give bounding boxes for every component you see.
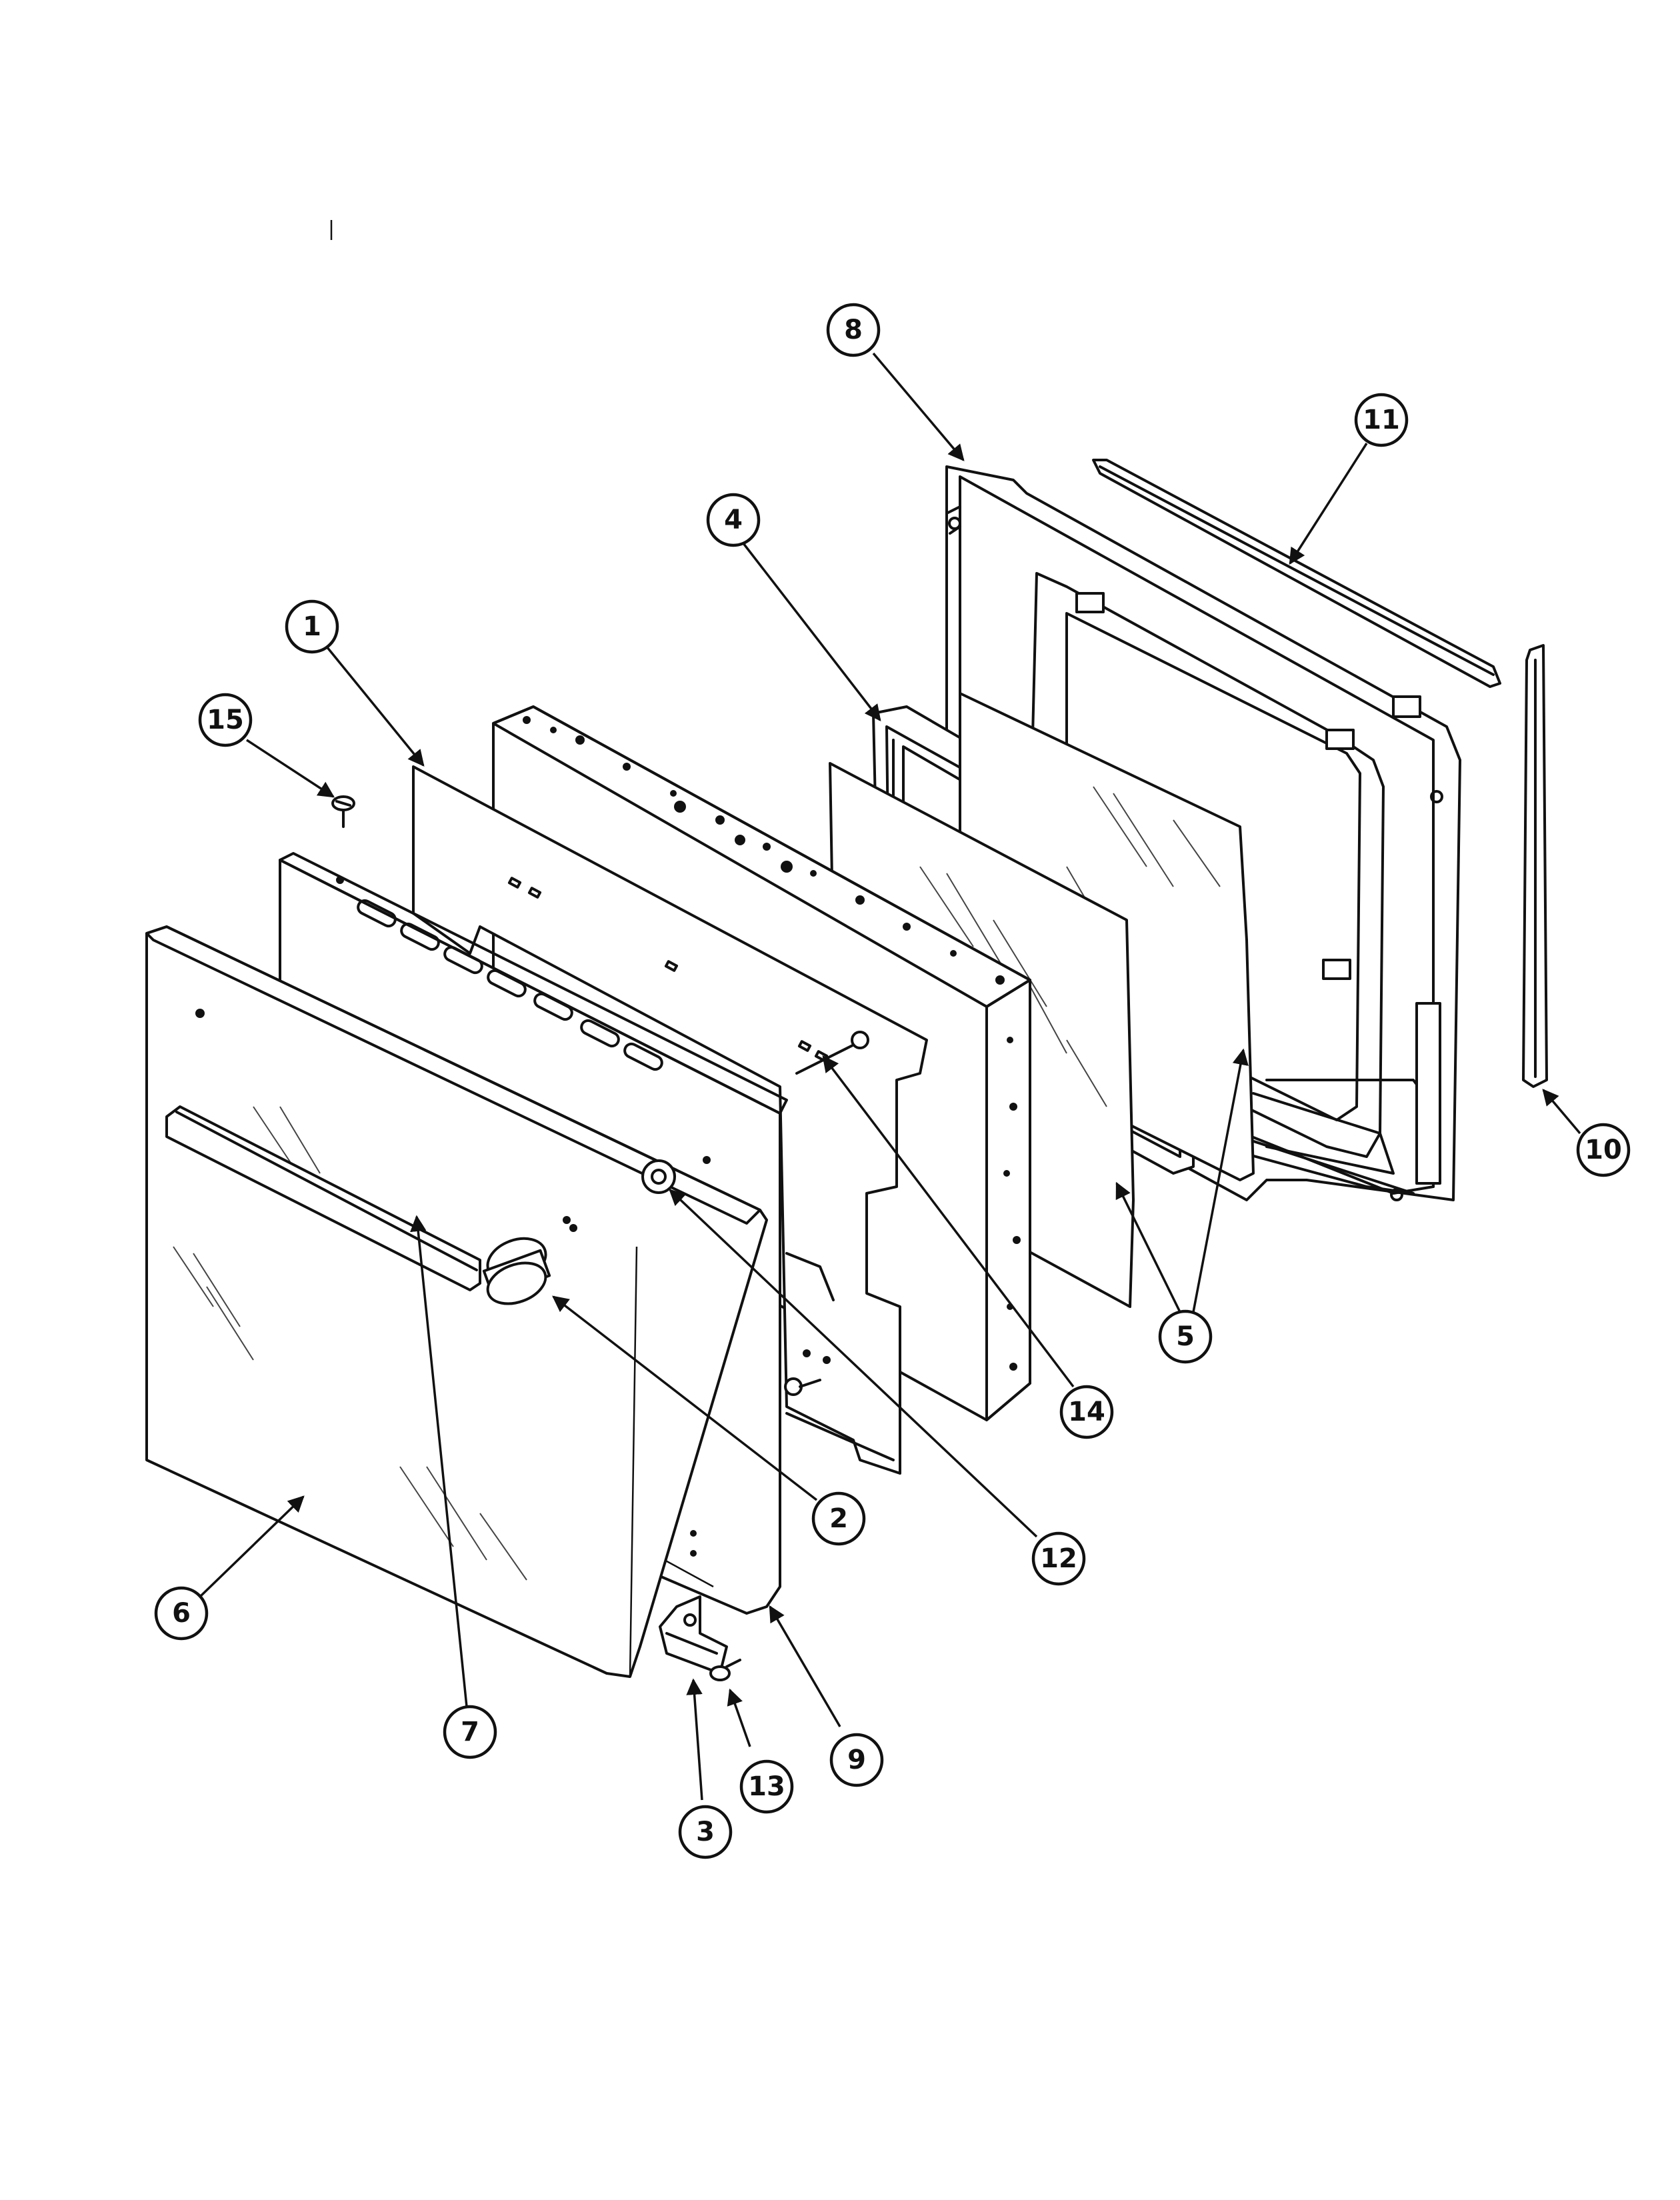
callout-11-label: 11 [1363, 405, 1400, 435]
callout-7-label: 7 [461, 1717, 479, 1747]
part-screw-bottom [709, 1659, 741, 1681]
callout-1-label: 1 [303, 611, 321, 642]
leader-8 [872, 352, 965, 461]
callout-2: 2 [811, 1491, 866, 1546]
callout-13-label: 13 [748, 1771, 785, 1802]
callout-8-label: 8 [844, 315, 863, 345]
callout-15-label: 15 [207, 705, 244, 735]
callout-5: 5 [1158, 1309, 1213, 1364]
leader-10 [1542, 1089, 1581, 1135]
callout-3-label: 3 [696, 1817, 715, 1847]
callout-11: 11 [1354, 393, 1409, 447]
part-door-bumper [482, 1224, 577, 1305]
callout-13: 13 [739, 1759, 794, 1814]
leader-3 [686, 1678, 703, 1801]
leader-9 [769, 1605, 841, 1727]
callout-4-label: 4 [724, 505, 743, 535]
callout-6-label: 6 [172, 1598, 191, 1629]
callout-8: 8 [826, 303, 881, 357]
callout-7: 7 [443, 1705, 497, 1759]
leader-12 [669, 1189, 1038, 1538]
callout-10: 10 [1576, 1123, 1631, 1177]
leader-1 [325, 645, 425, 767]
leader-5b [1192, 1048, 1249, 1313]
callout-14: 14 [1059, 1385, 1114, 1439]
callout-6: 6 [154, 1586, 209, 1641]
part-hinge-bracket [659, 1595, 728, 1675]
callout-9-label: 9 [847, 1745, 866, 1775]
leader-13 [727, 1688, 751, 1747]
callout-12: 12 [1031, 1531, 1086, 1586]
leader-14 [822, 1055, 1075, 1388]
part-screw-top [331, 795, 355, 828]
part-side-trim-strip [1522, 644, 1548, 1088]
leader-6 [199, 1495, 305, 1598]
callout-2-label: 2 [829, 1503, 848, 1534]
leader-11 [1289, 443, 1368, 565]
leader-15 [246, 739, 335, 798]
leader-7 [410, 1215, 468, 1707]
part-grommet [641, 1159, 676, 1194]
leader-5a [1115, 1181, 1181, 1313]
callout-14-label: 14 [1068, 1397, 1105, 1427]
callout-9: 9 [829, 1733, 884, 1787]
leader-lines [199, 352, 1581, 1801]
callout-4: 4 [706, 493, 761, 547]
leader-2 [552, 1295, 818, 1501]
callout-10-label: 10 [1585, 1135, 1622, 1165]
part-outer-glass-front [145, 925, 768, 1678]
callout-15: 15 [198, 693, 253, 747]
callout-5-label: 5 [1176, 1321, 1195, 1352]
callout-12-label: 12 [1040, 1543, 1077, 1574]
callout-1: 1 [285, 599, 339, 654]
part-top-trim-strip [1092, 459, 1501, 688]
part-door-handle [165, 1105, 481, 1291]
leader-4 [742, 542, 881, 721]
callout-3: 3 [678, 1805, 733, 1859]
